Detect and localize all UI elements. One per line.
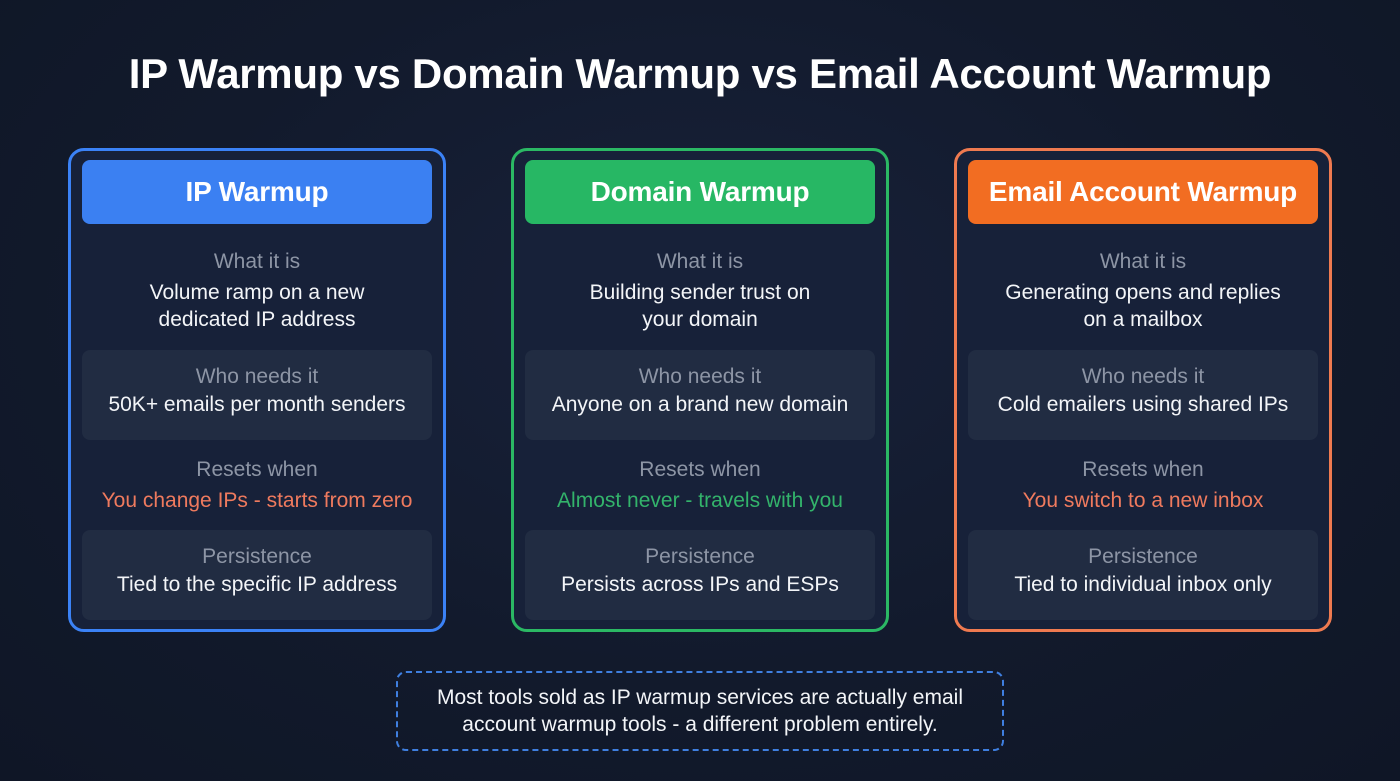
footnote-line: account warmup tools - a different probl… [462, 713, 938, 736]
row-label: Persistence [1088, 545, 1198, 568]
row-value-line: on a mailbox [1083, 308, 1203, 331]
card-domain-warmup: Domain Warmup What it is Building sender… [511, 148, 889, 632]
card-ip-warmup: IP Warmup What it is Volume ramp on a ne… [68, 148, 446, 632]
row-label: Persistence [645, 545, 755, 568]
row-label: Resets when [639, 458, 761, 481]
card-header-ip-warmup: IP Warmup [82, 160, 432, 224]
footnote-callout: Most tools sold as IP warmup services ar… [396, 671, 1004, 751]
row-resets-when: Resets when You change IPs - starts from… [82, 454, 432, 526]
row-value-line: your domain [642, 308, 758, 331]
footnote-line: Most tools sold as IP warmup services ar… [437, 686, 963, 709]
row-label: Who needs it [1081, 365, 1205, 388]
row-value: Persists across IPs and ESPs [561, 573, 839, 596]
row-label: Who needs it [638, 365, 762, 388]
card-email-account-warmup: Email Account Warmup What it is Generati… [954, 148, 1332, 632]
row-label: Resets when [1082, 458, 1204, 481]
row-label: Persistence [202, 545, 312, 568]
row-label: What it is [656, 250, 744, 273]
row-value-line: Generating opens and replies [1005, 281, 1281, 304]
row-value-resets: You change IPs - starts from zero [101, 489, 413, 512]
row-label: Who needs it [195, 365, 319, 388]
row-persistence: Persistence Persists across IPs and ESPs [525, 530, 875, 620]
row-who-needs-it: Who needs it Anyone on a brand new domai… [525, 350, 875, 440]
row-who-needs-it: Who needs it 50K+ emails per month sende… [82, 350, 432, 440]
row-persistence: Persistence Tied to individual inbox onl… [968, 530, 1318, 620]
row-what-it-is: What it is Building sender trust on your… [525, 248, 875, 344]
card-header-email-account-warmup: Email Account Warmup [968, 160, 1318, 224]
row-resets-when: Resets when Almost never - travels with … [525, 454, 875, 526]
row-resets-when: Resets when You switch to a new inbox [968, 454, 1318, 526]
row-what-it-is: What it is Generating opens and replies … [968, 248, 1318, 344]
row-label: What it is [213, 250, 301, 273]
row-value: Anyone on a brand new domain [551, 393, 849, 416]
row-label: What it is [1099, 250, 1187, 273]
row-value: Cold emailers using shared IPs [997, 393, 1289, 416]
row-value-line: Building sender trust on [589, 281, 811, 304]
row-value-resets: You switch to a new inbox [1022, 489, 1264, 512]
row-persistence: Persistence Tied to the specific IP addr… [82, 530, 432, 620]
row-value: Tied to the specific IP address [116, 573, 398, 596]
row-what-it-is: What it is Volume ramp on a new dedicate… [82, 248, 432, 344]
row-value: 50K+ emails per month senders [108, 393, 406, 416]
row-value-resets: Almost never - travels with you [557, 489, 843, 512]
row-value: Tied to individual inbox only [1014, 573, 1272, 596]
row-value-line: Volume ramp on a new [149, 281, 365, 304]
card-header-domain-warmup: Domain Warmup [525, 160, 875, 224]
row-who-needs-it: Who needs it Cold emailers using shared … [968, 350, 1318, 440]
row-label: Resets when [196, 458, 318, 481]
page-title: IP Warmup vs Domain Warmup vs Email Acco… [128, 50, 1272, 97]
row-value-line: dedicated IP address [158, 308, 356, 331]
